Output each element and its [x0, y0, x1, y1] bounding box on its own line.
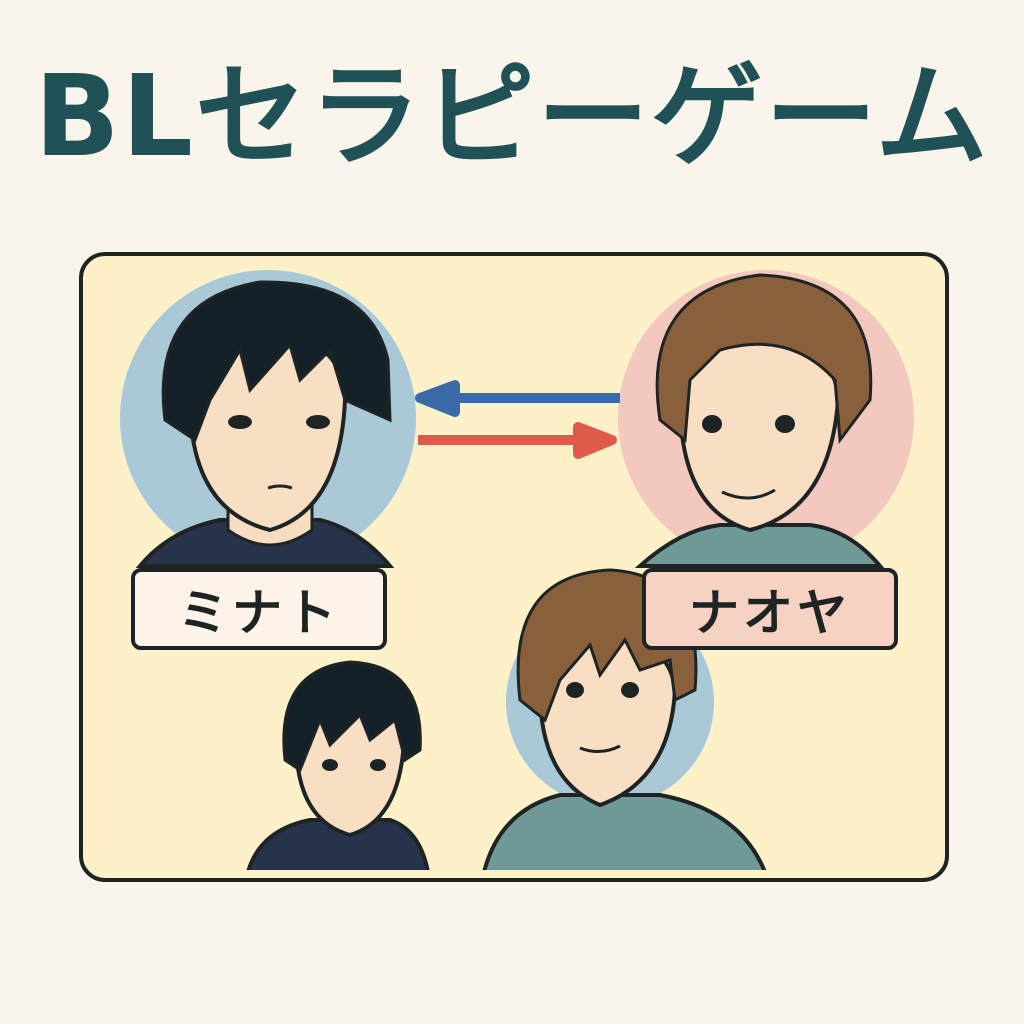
name-tag-naoya: ナオヤ [642, 568, 898, 650]
minato-hair [161, 280, 392, 443]
small-naoya-shirt [481, 793, 768, 870]
naoya-shirt [634, 523, 885, 568]
name-tag-minato: ミナト [131, 568, 387, 650]
small-minato-hair [282, 660, 422, 773]
arrow-left-icon [415, 380, 620, 417]
naoya-hair [655, 273, 873, 445]
game-title: BLセラピーゲーム [34, 52, 990, 182]
arrow-right-icon [418, 422, 617, 459]
